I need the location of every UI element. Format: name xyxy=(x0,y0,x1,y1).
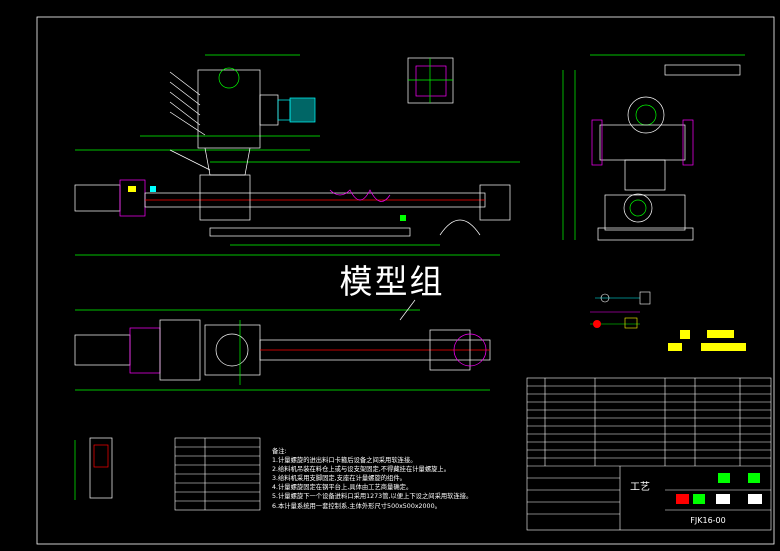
plan-view xyxy=(74,299,491,391)
title-block xyxy=(526,377,772,531)
parameter-table xyxy=(174,437,261,511)
color-legend-blocks xyxy=(668,330,746,351)
front-elevation-view xyxy=(74,54,520,256)
fitting-detail xyxy=(590,291,651,329)
detail-view xyxy=(407,57,454,104)
title-block-color-cells xyxy=(676,473,762,504)
control-cabinet xyxy=(74,437,113,500)
sheet-border xyxy=(36,16,775,545)
side-view xyxy=(562,54,745,241)
